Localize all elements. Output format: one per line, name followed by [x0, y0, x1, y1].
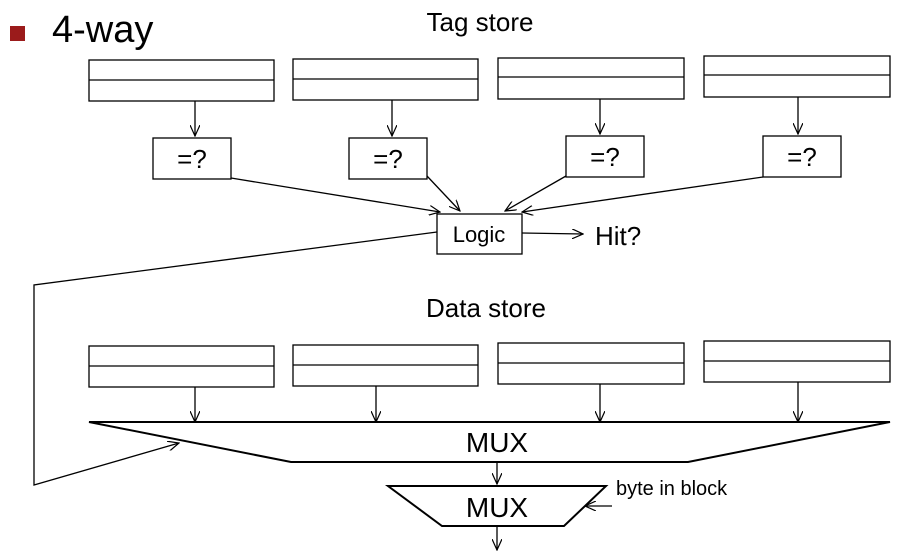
logic-label: Logic — [453, 222, 506, 247]
mux-small-label: MUX — [466, 492, 529, 523]
tag-store-way-1 — [88, 59, 275, 102]
tag-store-way-3 — [497, 57, 685, 100]
tag-store-title: Tag store — [427, 7, 534, 37]
compare-to-logic-arrows — [230, 175, 764, 212]
comparator-3-label: =? — [590, 142, 620, 172]
data-store-way-2 — [292, 344, 479, 387]
data-store-way-3 — [497, 342, 685, 385]
tag-store-way-4 — [703, 55, 891, 98]
mux-small — [384, 485, 609, 527]
heading-title: 4-way — [52, 9, 153, 51]
logic-to-mux-path — [33, 231, 438, 486]
tag-to-compare-arrows — [195, 97, 798, 136]
comparator-2-label: =? — [373, 144, 403, 174]
comparator-1 — [152, 137, 232, 180]
logic-block — [436, 213, 523, 255]
data-store-way-4 — [703, 340, 891, 383]
comparator-4-label: =? — [787, 142, 817, 172]
comparator-3 — [565, 135, 645, 178]
data-to-mux-arrows — [195, 382, 798, 422]
mux-wide — [88, 421, 891, 463]
comparator-2 — [348, 137, 428, 180]
comparator-1-label: =? — [177, 144, 207, 174]
data-store-title: Data store — [426, 293, 546, 323]
mux-wide-label: MUX — [466, 427, 529, 458]
hit-arrow — [521, 233, 583, 234]
byte-in-block-label: byte in block — [616, 478, 728, 500]
comparator-4 — [762, 135, 842, 178]
bullet-square — [10, 26, 25, 41]
tag-store-way-2 — [292, 58, 479, 101]
hit-label: Hit? — [595, 221, 641, 251]
data-store-way-1 — [88, 345, 275, 388]
